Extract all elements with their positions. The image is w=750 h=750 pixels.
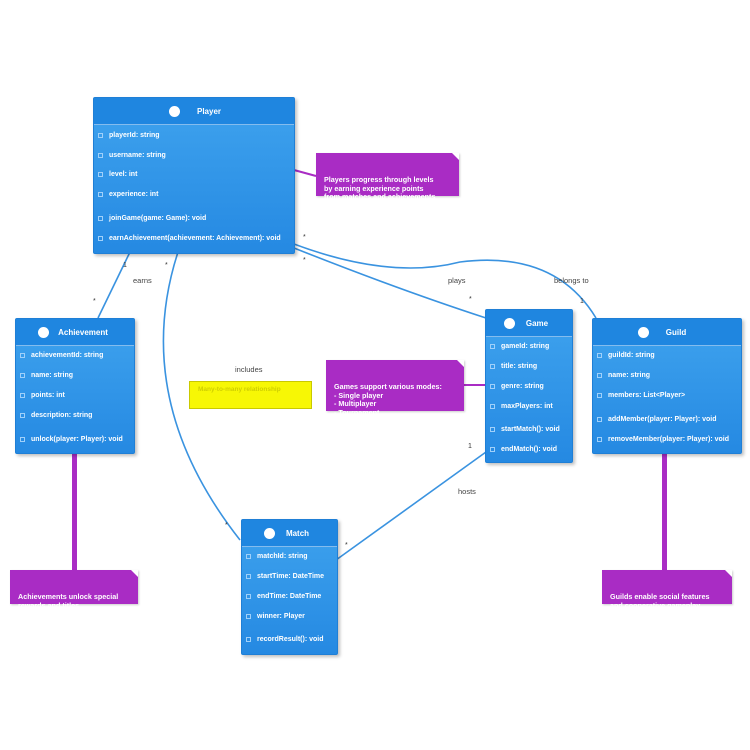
- mult-belongs-to-player: *: [303, 234, 306, 241]
- class-player[interactable]: Player playerId: string username: string…: [93, 97, 295, 254]
- method-row: addMember(player: Player): void: [593, 416, 717, 423]
- class-match-header: Match: [242, 520, 337, 547]
- class-circle-icon: [638, 326, 649, 338]
- class-circle-icon: [504, 317, 515, 329]
- note-fold-icon: [452, 153, 459, 160]
- note-achievement-connector: [72, 452, 77, 570]
- attribute-row: maxPlayers: int: [486, 403, 553, 410]
- class-guild-name: Guild: [665, 327, 687, 337]
- assoc-plays-label: plays: [448, 276, 466, 285]
- class-achievement[interactable]: Achievement achievementId: string name: …: [15, 318, 135, 454]
- attribute-row: title: string: [486, 363, 537, 370]
- assoc-hosts-line: [335, 451, 487, 561]
- note-fold-icon: [457, 360, 464, 367]
- note-many-to-many[interactable]: Many-to-many relationship: [189, 381, 312, 409]
- assoc-hosts-label: hosts: [458, 487, 476, 496]
- note-player-connector: [293, 169, 317, 177]
- method-row: removeMember(player: Player): void: [593, 436, 729, 443]
- assoc-belongs-to-label: belongs to: [554, 276, 589, 285]
- class-game-header: Game: [486, 310, 572, 337]
- assoc-includes-label: includes: [235, 365, 263, 374]
- assoc-includes-line: [162, 251, 241, 541]
- class-achievement-name: Achievement: [58, 327, 108, 337]
- method-row: joinGame(game: Game): void: [94, 215, 206, 222]
- attribute-row: name: string: [593, 372, 650, 379]
- method-row: startMatch(): void: [486, 426, 560, 433]
- attribute-row: startTime: DateTime: [242, 573, 324, 580]
- attribute-row: level: int: [94, 171, 137, 178]
- attribute-row: guildId: string: [593, 352, 655, 359]
- attribute-row: name: string: [16, 372, 73, 379]
- attribute-row: winner: Player: [242, 613, 305, 620]
- class-circle-icon: [38, 326, 49, 338]
- attribute-row: points: int: [16, 392, 65, 399]
- class-player-name: Player: [196, 106, 222, 116]
- attribute-row: username: string: [94, 152, 166, 159]
- note-player-text: Players progress through levels by earni…: [324, 175, 436, 202]
- class-guild[interactable]: Guild guildId: string name: string membe…: [592, 318, 742, 454]
- note-many-to-many-text: Many-to-many relationship: [198, 386, 281, 393]
- assoc-earns-line: [97, 251, 131, 319]
- mult-plays-game: *: [469, 296, 472, 303]
- mult-includes-player: *: [165, 262, 168, 269]
- attribute-row: matchId: string: [242, 553, 308, 560]
- note-guild-text: Guilds enable social features and cooper…: [610, 592, 710, 610]
- mult-earns-achievement: *: [93, 298, 96, 305]
- class-match[interactable]: Match matchId: string startTime: DateTim…: [241, 519, 338, 655]
- method-row: earnAchievement(achievement: Achievement…: [94, 235, 281, 242]
- class-guild-header: Guild: [593, 319, 741, 346]
- method-row: recordResult(): void: [242, 636, 324, 643]
- mult-hosts-match: *: [345, 542, 348, 549]
- mult-belongs-to-guild: 1: [580, 298, 584, 305]
- attribute-row: gameId: string: [486, 343, 549, 350]
- assoc-earns-label: earns: [133, 276, 152, 285]
- class-achievement-header: Achievement: [16, 319, 134, 346]
- attribute-row: genre: string: [486, 383, 544, 390]
- note-achievement[interactable]: Achievements unlock special rewards and …: [10, 570, 138, 609]
- attribute-row: playerId: string: [94, 132, 160, 139]
- note-game-text: Games support various modes: - Single pl…: [334, 382, 442, 417]
- attribute-row: members: List<Player>: [593, 392, 685, 399]
- attribute-row: endTime: DateTime: [242, 593, 321, 600]
- method-row: endMatch(): void: [486, 446, 557, 453]
- note-achievement-text: Achievements unlock special rewards and …: [18, 592, 119, 610]
- class-game[interactable]: Game gameId: string title: string genre:…: [485, 309, 573, 463]
- mult-hosts-game: 1: [468, 443, 472, 450]
- note-fold-icon: [131, 570, 138, 577]
- attribute-row: description: string: [16, 412, 92, 419]
- attribute-row: experience: int: [94, 191, 158, 198]
- class-circle-icon: [264, 527, 275, 539]
- method-row: unlock(player: Player): void: [16, 436, 123, 443]
- attribute-row: achievementId: string: [16, 352, 103, 359]
- assoc-plays-line: [293, 247, 487, 319]
- note-fold-icon: [725, 570, 732, 577]
- mult-includes-match: *: [225, 522, 228, 529]
- class-player-header: Player: [94, 98, 294, 125]
- note-guild[interactable]: Guilds enable social features and cooper…: [602, 570, 732, 609]
- class-match-name: Match: [285, 528, 310, 538]
- mult-plays-player: *: [303, 257, 306, 264]
- note-player[interactable]: Players progress through levels by earni…: [316, 153, 459, 201]
- class-circle-icon: [169, 105, 180, 117]
- assoc-belongs-to-line: [293, 243, 597, 319]
- mult-earns-player: 1: [123, 262, 127, 269]
- class-game-name: Game: [525, 318, 549, 328]
- note-game[interactable]: Games support various modes: - Single pl…: [326, 360, 464, 417]
- note-guild-connector: [662, 452, 667, 570]
